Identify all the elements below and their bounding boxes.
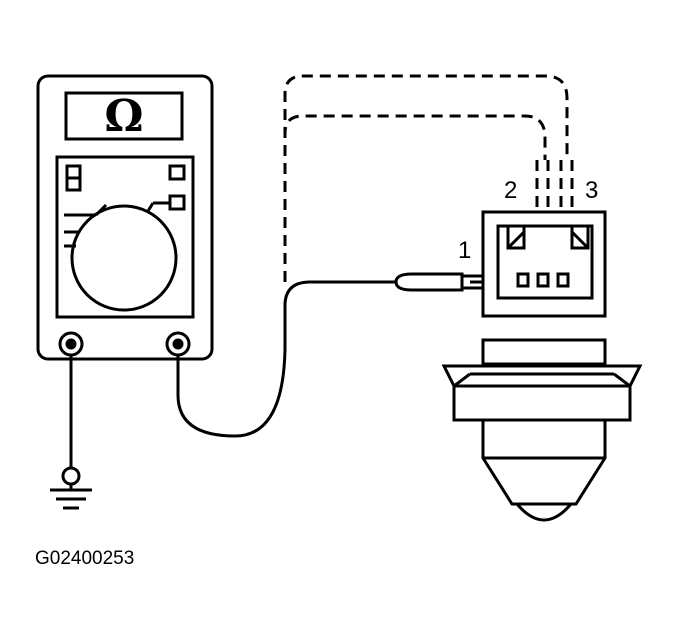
- pin-label-3: 3: [585, 177, 598, 204]
- multimeter-panel: [55, 155, 195, 319]
- terminal-pin-1: [516, 272, 530, 288]
- sensor-tip: [515, 503, 573, 522]
- sensor-flange: [441, 364, 643, 388]
- sensor-body: [481, 420, 607, 506]
- ground-icon: [50, 488, 92, 510]
- sensor: [441, 210, 643, 522]
- multimeter-display: [64, 91, 184, 141]
- pin-label-2: 2: [504, 177, 517, 204]
- ohm-symbol: Ω: [104, 91, 143, 142]
- mode-indicator-bottom-right: [168, 194, 186, 211]
- sensor-neck: [481, 338, 607, 366]
- test-lead: [176, 280, 396, 438]
- pin-label-1: 1: [458, 237, 471, 264]
- multimeter-body: [36, 74, 214, 361]
- terminal-pin-2: [536, 272, 550, 288]
- selector-dial: [70, 204, 178, 312]
- ground-lead: [61, 355, 81, 489]
- mode-indicator-top-right: [168, 164, 186, 181]
- pin-cavity-2: [506, 224, 526, 250]
- ground-terminal: [61, 466, 81, 486]
- terminal-pin-3: [556, 272, 570, 288]
- figure-code: G02400253: [35, 548, 134, 569]
- pin-cavity-3: [570, 224, 590, 250]
